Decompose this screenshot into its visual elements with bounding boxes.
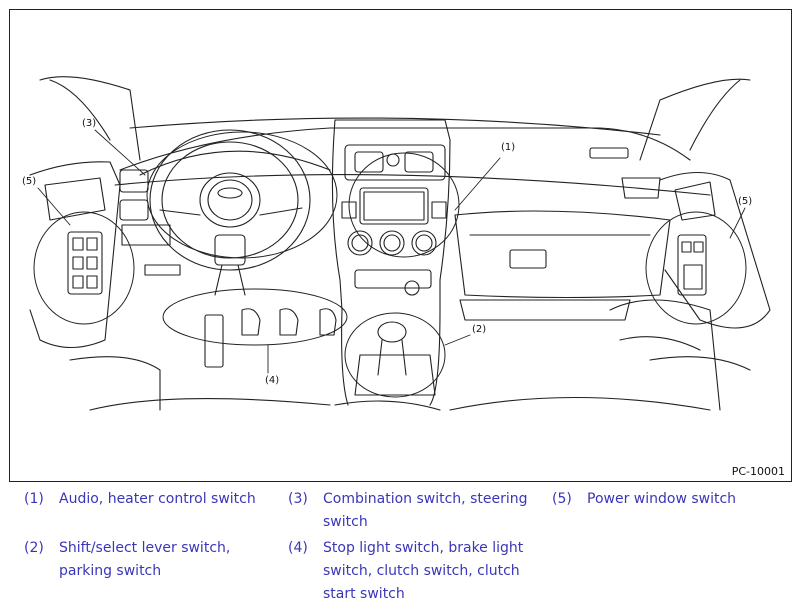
legend-text: Stop light switch, brake light switch, c… <box>323 540 524 602</box>
figure-frame: (1) (2) (3) (4) (5) (5) PC-10001 <box>9 9 792 482</box>
callout-1: (1) <box>501 142 515 153</box>
legend-text: Shift/select lever switch, parking switc… <box>59 540 231 579</box>
figure-code: PC-10001 <box>731 465 785 478</box>
callout-5-right: (5) <box>738 196 752 207</box>
legend-text: Combination switch, steering switch <box>323 491 528 530</box>
legend-text: Audio, heater control switch <box>59 491 256 507</box>
legend-num: (5) <box>552 491 572 507</box>
legend-num: (2) <box>24 540 44 556</box>
callout-2: (2) <box>472 324 486 335</box>
callout-5-left: (5) <box>22 176 36 187</box>
legend-text: Power window switch <box>587 491 737 507</box>
callout-4: (4) <box>265 375 279 386</box>
legend-num: (1) <box>24 491 44 507</box>
dashboard-diagram: (1) (2) (3) (4) (5) (5) <box>22 76 771 411</box>
legend-num: (3) <box>288 491 308 507</box>
callout-3: (3) <box>82 118 96 129</box>
legend-num: (4) <box>288 540 308 556</box>
legend: (1) Audio, heater control switch (3) Com… <box>0 488 803 610</box>
